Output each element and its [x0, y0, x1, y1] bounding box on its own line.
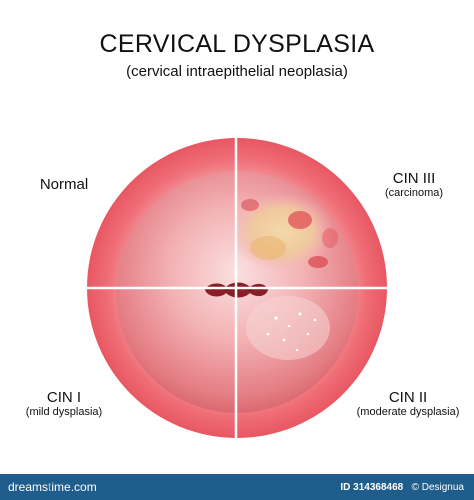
label-cin2: CIN II (moderate dysplasia) — [346, 389, 470, 419]
label-cin3: CIN III (carcinoma) — [366, 170, 462, 200]
label-cin2-sub: (moderate dysplasia) — [356, 406, 460, 419]
cin3-lesion — [237, 192, 338, 272]
cin2-lesion — [246, 296, 330, 360]
label-cin1-sub: (mild dysplasia) — [25, 406, 103, 419]
label-normal: Normal — [22, 176, 106, 193]
footer-bar: dreamstime.com ID 314368468 © Designua — [0, 474, 474, 500]
label-cin2-main: CIN II — [388, 389, 428, 406]
brand-prefix: dreams — [8, 480, 49, 494]
label-cin3-sub: (carcinoma) — [384, 187, 444, 200]
label-normal-main: Normal — [39, 176, 89, 193]
image-id: ID 314368468 — [340, 482, 404, 493]
image-credit: ID 314368468 © Designua — [340, 482, 464, 493]
brand-dot: t — [48, 480, 52, 494]
label-cin1: CIN I (mild dysplasia) — [8, 389, 120, 419]
label-cin3-main: CIN III — [392, 170, 436, 187]
label-cin1-main: CIN I — [46, 389, 82, 406]
diagram-subtitle: (cervical intraepithelial neoplasia) — [126, 63, 348, 80]
brand-logo[interactable]: dreamstime.com — [8, 480, 97, 494]
brand-suffix: ime.com — [51, 480, 97, 494]
author-credit: © Designua — [411, 482, 464, 493]
diagram-title: CERVICAL DYSPLASIA — [99, 30, 375, 58]
